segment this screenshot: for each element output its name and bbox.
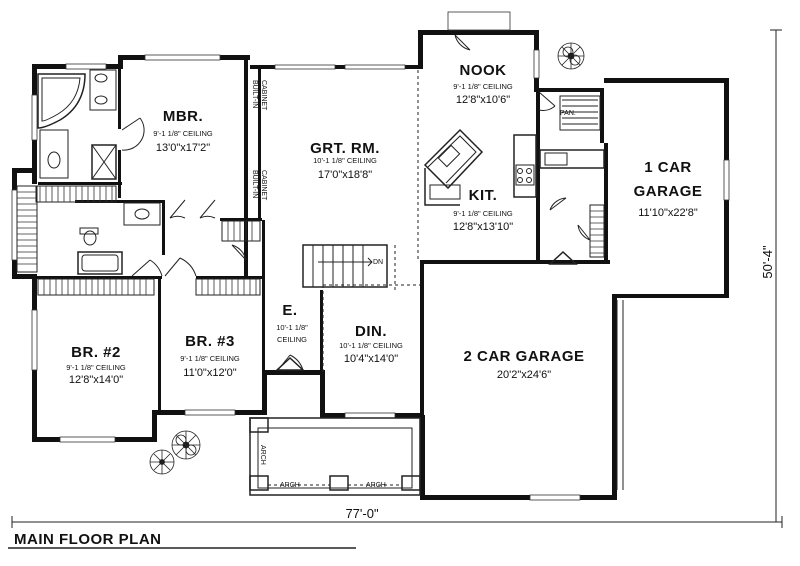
stair-dn-label: DN: [373, 259, 383, 266]
room-name: DIN.: [355, 323, 387, 340]
room-ceiling: 9'-1 1/8" CEILING: [453, 82, 513, 91]
room-ceiling: 10'-1 1/8" CEILING: [339, 341, 403, 350]
room-br3: BR. #3 9'-1 1/8" CEILING 11'0"x12'0": [180, 333, 240, 379]
room-nook: NOOK 9'-1 1/8" CEILING 12'8"x10'6": [453, 62, 513, 106]
cabinet-label: CABINET: [260, 80, 267, 111]
room-size: 13'0"x17'2": [156, 142, 210, 154]
room-1-car-garage: 1 CAR GARAGE 11'10"x22'8": [634, 159, 703, 219]
room-size: 11'0"x12'0": [183, 367, 236, 379]
room-size: 17'0"x18'8": [318, 169, 372, 181]
pantry-label: PAN.: [560, 110, 576, 117]
room-size: 12'8"x10'6": [456, 94, 510, 106]
room-name: BR. #2: [71, 344, 121, 361]
room-kitchen: KIT. 9'-1 1/8" CEILING 12'8"x13'10": [453, 187, 513, 233]
dashed-openings: [322, 70, 420, 372]
garage-door-lines: [616, 300, 624, 490]
room-name: GRT. RM.: [310, 140, 380, 157]
plan-title: MAIN FLOOR PLAN: [14, 531, 162, 548]
tree-icon: [557, 42, 585, 70]
stair-down: [302, 244, 388, 288]
arch-label: ARCH: [280, 482, 300, 489]
arch-label: ARCH: [366, 482, 386, 489]
room-size: 12'8"x13'10": [453, 221, 513, 233]
room-name: BR. #3: [185, 333, 235, 350]
windows: [11, 11, 730, 501]
closet-shelving: [16, 185, 605, 296]
room-ceiling: 9'-1 1/8" CEILING: [66, 363, 126, 372]
cabinet-label: CABINET: [260, 170, 267, 201]
room-name: GARAGE: [634, 183, 703, 200]
tree-icon: [149, 449, 175, 475]
room-name: 2 CAR GARAGE: [463, 348, 584, 365]
overall-depth-dimension: 50'-4": [760, 245, 775, 279]
room-size: 12'8"x14'0": [69, 374, 123, 386]
room-ceiling: 9'-1 1/8" CEILING: [180, 354, 240, 363]
room-ceiling: 9'-1 1/8" CEILING: [153, 129, 213, 138]
room-name: 1 CAR: [644, 159, 692, 176]
room-name: MBR.: [163, 108, 203, 125]
room-mbr: MBR. 9'-1 1/8" CEILING 13'0"x17'2": [153, 108, 213, 154]
front-porch: [249, 417, 421, 496]
room-size: 20'2"x24'6": [497, 369, 551, 381]
room-size: 11'10"x22'8": [638, 207, 698, 219]
room-2-car-garage: 2 CAR GARAGE 20'2"x24'6": [463, 348, 584, 381]
room-dining: DIN. 10'-1 1/8" CEILING 10'4"x14'0": [339, 323, 403, 365]
room-ceiling: CEILING: [277, 335, 307, 344]
room-ceiling: 10'-1 1/8": [276, 323, 308, 332]
room-name: KIT.: [469, 187, 498, 204]
dimension-lines: [8, 29, 783, 549]
interior-walls: [36, 60, 610, 420]
room-entry: E. 10'-1 1/8" CEILING: [276, 302, 308, 344]
room-great-room: GRT. RM. 10'-1 1/8" CEILING 17'0"x18'8": [310, 140, 380, 181]
room-size: 10'4"x14'0": [344, 353, 398, 365]
overall-width-dimension: 77'-0": [345, 506, 379, 521]
tree-icon: [171, 430, 201, 460]
room-ceiling: 10'-1 1/8" CEILING: [313, 156, 377, 165]
built-in-label: BUILT-IN: [251, 170, 258, 198]
built-in-label: BUILT-IN: [251, 80, 258, 108]
room-br2: BR. #2 9'-1 1/8" CEILING 12'8"x14'0": [66, 344, 126, 386]
arch-label: ARCH: [259, 445, 266, 465]
door-swings: [121, 34, 591, 371]
kitchen-fixtures: [423, 95, 605, 206]
room-name: E.: [282, 302, 297, 319]
room-name: NOOK: [460, 62, 507, 79]
master-bath-fixtures: [37, 69, 161, 275]
room-ceiling: 9'-1 1/8" CEILING: [453, 209, 513, 218]
